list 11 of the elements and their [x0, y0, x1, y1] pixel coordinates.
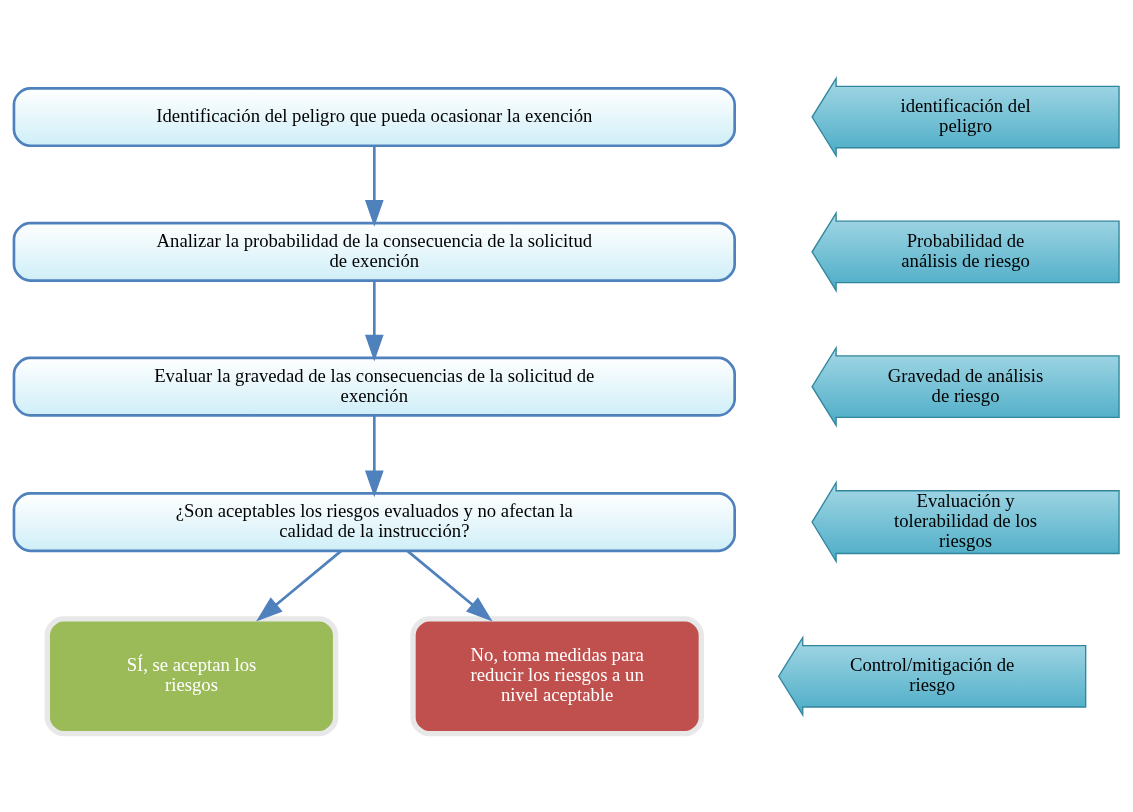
- node-box: Evaluar la gravedad de las consecuencias de la solicitud de exención: [12, 356, 736, 417]
- arrow: [406, 549, 493, 622]
- arrow: [256, 549, 343, 622]
- node-box: ¿Son aceptables los riesgos evaluados y no afectan la calidad de la instrucción?: [12, 492, 736, 553]
- node-box: No, toma medidas para reducir los riesgos a un nivel aceptable: [410, 616, 704, 737]
- arrow: [364, 415, 384, 498]
- node-box: SÍ, se aceptan los riesgos: [44, 616, 339, 737]
- node-box: Identificación del peligro que pueda ocasionar la exención: [12, 87, 736, 148]
- arrow: [364, 280, 384, 362]
- node-box: Analizar la probabilidad de la consecuencia de la solicitud de exención: [12, 221, 736, 282]
- arrow: [364, 145, 384, 227]
